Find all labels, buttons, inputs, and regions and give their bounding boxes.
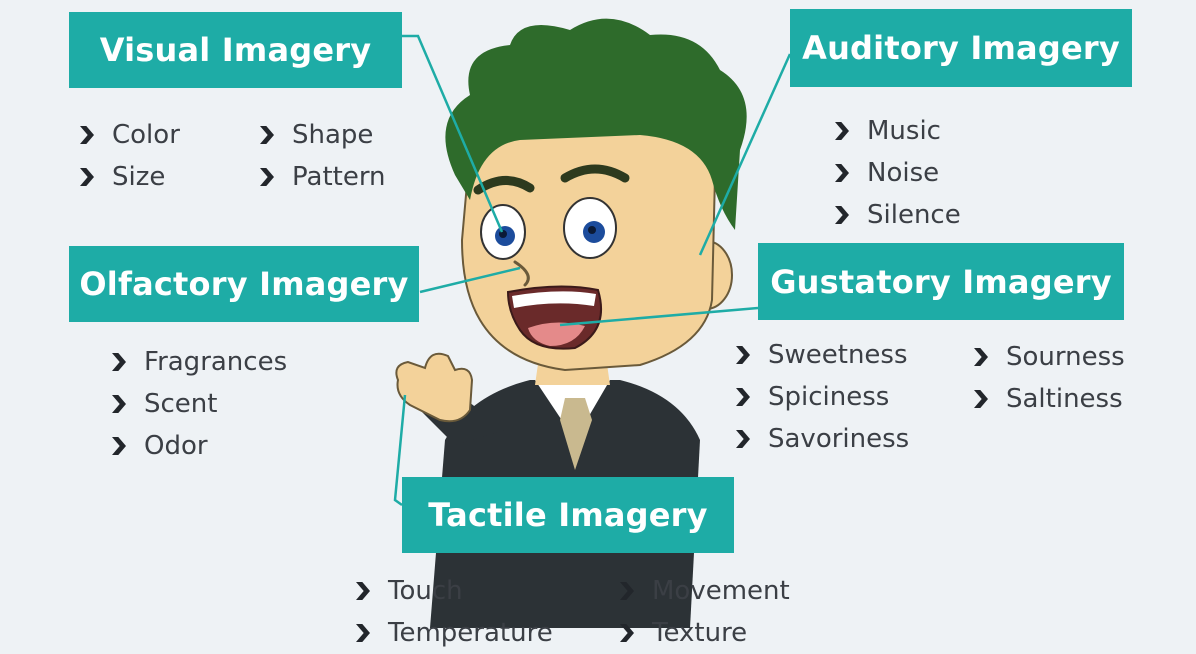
list-item: Noise [835,152,961,194]
hair [445,18,747,230]
imagery-diagram: Visual Imagery Color Size Shape Pattern … [69,9,1132,648]
list-item: Touch [356,570,553,612]
tongue [528,322,585,346]
list-item: Texture [620,612,790,654]
olfactory-items: Fragrances Scent Odor [112,341,287,467]
chevron-right-icon [974,390,988,408]
list-item: Temperature [356,612,553,654]
chevron-right-icon [835,122,849,140]
right-eyebrow [560,164,630,183]
visual-imagery-title: Visual Imagery [99,31,372,69]
olfactory-imagery-title: Olfactory Imagery [79,265,409,303]
list-item: Sweetness [736,334,909,376]
cartoon-man-illustration [395,18,747,628]
tactile-imagery-title: Tactile Imagery [428,496,708,534]
chevron-right-icon [835,206,849,224]
auditory-imagery-title: Auditory Imagery [802,29,1120,67]
chevron-right-icon [736,388,750,406]
gustatory-items-col2: Sourness Saltiness [974,336,1125,420]
list-item: Shape [260,114,386,156]
chevron-right-icon [80,168,94,186]
auditory-imagery-box: Auditory Imagery [790,9,1132,87]
list-item: Savoriness [736,418,909,460]
hand [395,352,474,423]
list-item: Saltiness [974,378,1125,420]
chevron-right-icon [736,430,750,448]
tie [560,398,592,470]
gustatory-imagery-box: Gustatory Imagery [758,243,1124,320]
visual-items-col2: Shape Pattern [260,114,386,198]
list-item: Movement [620,570,790,612]
list-item: Sourness [974,336,1125,378]
chevron-right-icon [260,168,274,186]
chevron-right-icon [356,624,370,642]
tactile-items-col1: Touch Temperature [356,570,553,654]
chevron-right-icon [974,348,988,366]
chevron-right-icon [736,346,750,364]
auditory-items: Music Noise Silence [835,110,961,236]
list-item: Pattern [260,156,386,198]
tactile-items-col2: Movement Texture [620,570,790,654]
list-item: Odor [112,425,287,467]
chevron-right-icon [835,164,849,182]
nose [513,260,530,287]
chevron-right-icon [80,126,94,144]
chevron-right-icon [620,582,634,600]
tactile-imagery-box: Tactile Imagery [402,477,734,553]
visual-imagery-box: Visual Imagery [69,12,402,88]
list-item: Fragrances [112,341,287,383]
list-item: Scent [112,383,287,425]
chevron-right-icon [112,353,126,371]
olfactory-imagery-box: Olfactory Imagery [69,246,419,322]
visual-items-col1: Color Size [80,114,180,198]
list-item: Silence [835,194,961,236]
chevron-right-icon [356,582,370,600]
list-item: Color [80,114,180,156]
gustatory-items-col1: Sweetness Spiciness Savoriness [736,334,909,460]
list-item: Size [80,156,180,198]
list-item: Music [835,110,961,152]
gustatory-imagery-title: Gustatory Imagery [770,262,1112,301]
list-item: Spiciness [736,376,909,418]
chevron-right-icon [260,126,274,144]
chevron-right-icon [112,437,126,455]
chevron-right-icon [620,624,634,642]
chevron-right-icon [112,395,126,413]
teeth [512,291,596,308]
